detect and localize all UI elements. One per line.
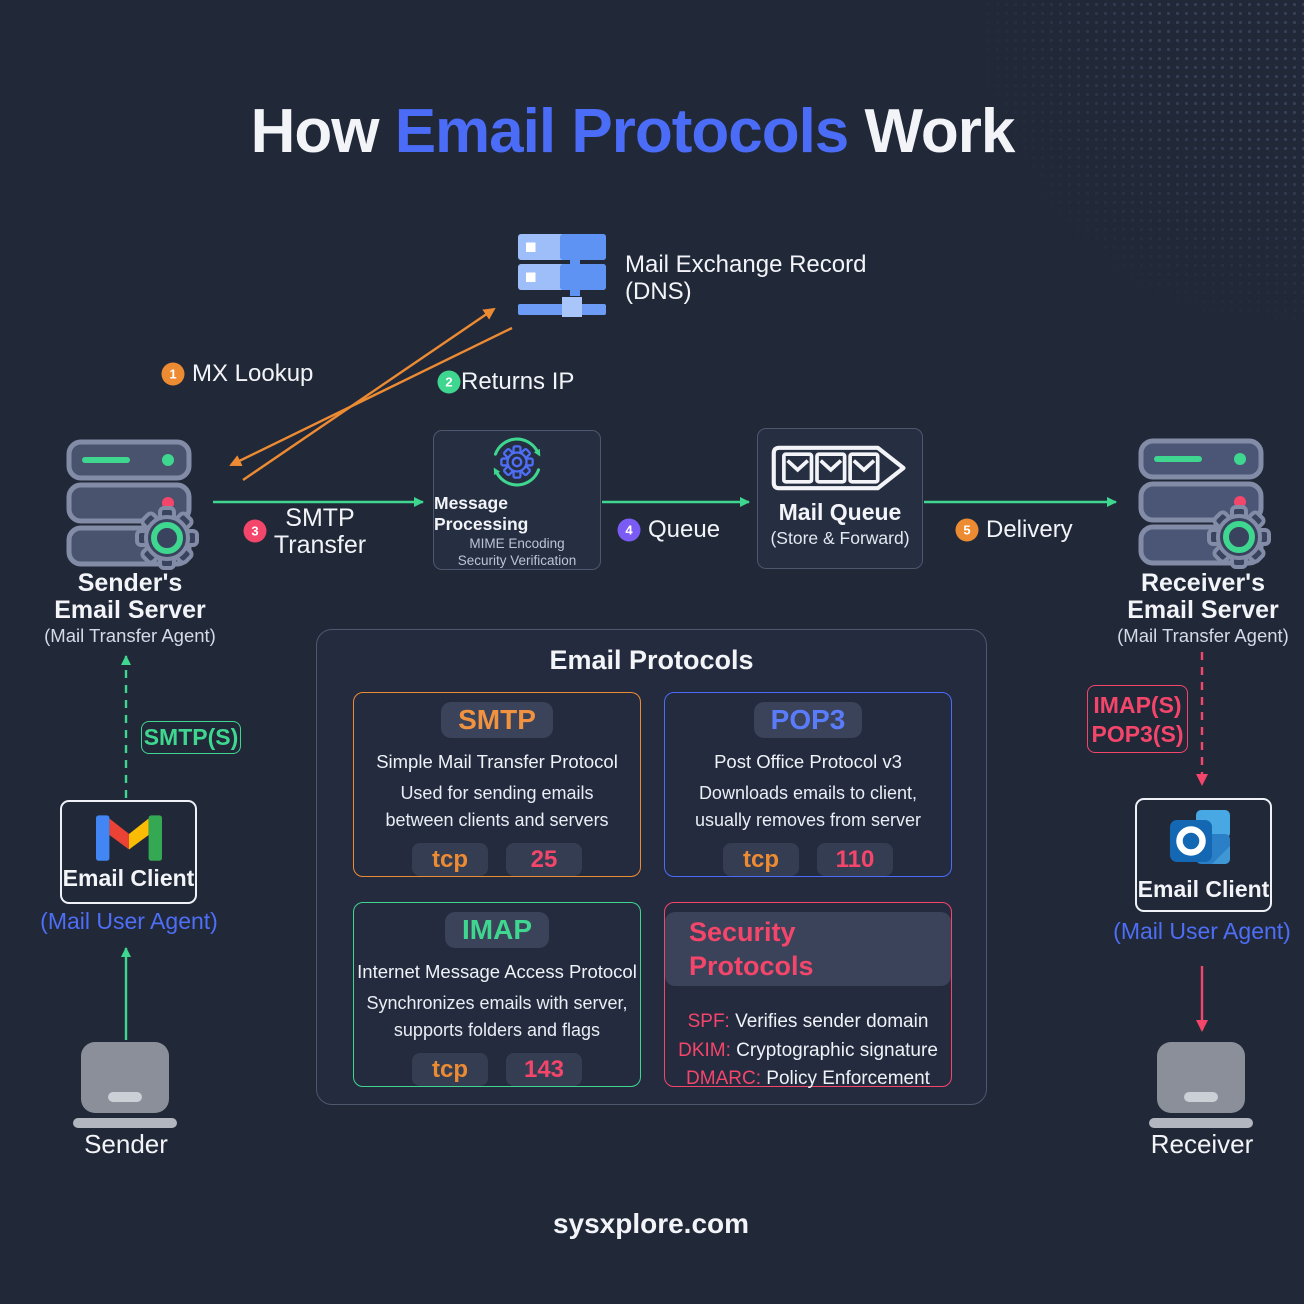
- smtp-card-title: SMTP: [441, 702, 553, 738]
- dns-label-line2: (DNS): [625, 278, 692, 305]
- mail-queue-subtitle: (Store & Forward): [770, 528, 910, 548]
- step3-label-line2: Transfer: [273, 531, 367, 559]
- security-item-spf: SPF: Verifies sender domain: [687, 1011, 929, 1032]
- receiver-server-name-line2: Email Server: [1127, 596, 1279, 624]
- smtp-port-pill: 25: [506, 843, 582, 876]
- panel-title: Email Protocols: [549, 645, 754, 675]
- halftone-pattern: [984, 0, 1304, 330]
- title-suffix: Work: [848, 97, 1016, 166]
- step5-badge: 5: [955, 518, 979, 542]
- imap-card-title: IMAP: [445, 912, 549, 948]
- outlook-icon: [1169, 810, 1230, 864]
- gear-icon: [1207, 505, 1271, 569]
- security-protocols-card: Security Protocols SPF: Verifies sender …: [664, 902, 952, 1089]
- receiver-email-client-box: Email Client: [1135, 798, 1272, 912]
- smtps-tag: SMTP(S): [141, 721, 241, 754]
- email-protocols-panel: Email Protocols SMTP Simple Mail Transfe…: [316, 629, 987, 1105]
- receiver-client-name: Email Client: [1137, 876, 1270, 902]
- title-highlight: Email Protocols: [394, 97, 850, 166]
- smtp-full-name: Simple Mail Transfer Protocol: [376, 751, 618, 772]
- processing-gear-icon: [493, 437, 541, 487]
- gmail-icon: [95, 815, 162, 861]
- dns-label: Mail Exchange Record (DNS): [625, 251, 866, 305]
- imap-full-name: Internet Message Access Protocol: [357, 961, 637, 982]
- receiver-laptop-icon: [1149, 1042, 1253, 1128]
- mail-queue-title: Mail Queue: [778, 499, 902, 525]
- step5-label: Delivery: [986, 516, 1073, 543]
- imap-port-pill: 143: [506, 1053, 582, 1086]
- smtp-card: SMTP Simple Mail Transfer Protocol Used …: [353, 692, 641, 877]
- receiver-device-label: Receiver: [1150, 1129, 1254, 1159]
- mail-queue-icon: [771, 445, 906, 491]
- sender-email-client-box: Email Client: [60, 800, 197, 904]
- sender-device-label: Sender: [84, 1129, 168, 1159]
- gear-icon: [135, 506, 199, 570]
- title-prefix: How: [250, 97, 395, 166]
- smtp-transport-pill: tcp: [412, 843, 488, 876]
- dns-server-icon: [518, 234, 606, 317]
- receiver-server-name-line1: Receiver's: [1140, 569, 1266, 597]
- imap-port-row: tcp 143: [412, 1053, 582, 1086]
- step3-label-line1: SMTP: [285, 504, 355, 532]
- mail-queue-box: Mail Queue (Store & Forward): [757, 428, 923, 569]
- pop3-port-row: tcp 110: [723, 843, 893, 876]
- pop3-full-name: Post Office Protocol v3: [714, 751, 902, 772]
- step2-badge: 2: [437, 370, 461, 394]
- pop3-card: POP3 Post Office Protocol v3 Downloads e…: [664, 692, 952, 877]
- sender-server-name-line2: Email Server: [54, 596, 206, 624]
- step1-label: MX Lookup: [192, 360, 314, 387]
- smtp-port-row: tcp 25: [412, 843, 582, 876]
- dns-label-line1: Mail Exchange Record: [625, 251, 867, 278]
- message-processing-box: Message Processing MIME Encoding Securit…: [433, 430, 601, 570]
- security-card-title: Security Protocols: [665, 912, 951, 986]
- sender-server-label: Sender's Email Server (Mail Transfer Age…: [20, 570, 240, 648]
- step4-label: Queue: [648, 516, 721, 543]
- processing-detail2: Security Verification: [457, 553, 577, 568]
- footer-site: sysxplore.com: [552, 1208, 750, 1239]
- step4-badge: 4: [617, 518, 641, 542]
- sender-client-name: Email Client: [62, 865, 195, 891]
- processing-title: Message Processing: [434, 493, 529, 534]
- pop3-transport-pill: tcp: [723, 843, 799, 876]
- receiver-server-label: Receiver's Email Server (Mail Transfer A…: [1093, 570, 1304, 648]
- imap-card: IMAP Internet Message Access Protocol Sy…: [353, 902, 641, 1087]
- page-title: How Email Protocols Work: [0, 96, 1265, 167]
- processing-detail1: MIME Encoding: [469, 536, 565, 551]
- step2-label: Returns IP: [461, 368, 575, 395]
- smtp-description: Used for sending emails between clients …: [385, 783, 609, 830]
- security-items: SPF: Verifies sender domain DKIM: Crypto…: [678, 1008, 938, 1094]
- security-item-dkim: DKIM: Cryptographic signature: [678, 1039, 938, 1061]
- pop3-description: Downloads emails to client, usually remo…: [694, 783, 922, 830]
- security-item-dmarc: DMARC: Policy Enforcement: [686, 1068, 930, 1089]
- imaps-pop3s-tag: IMAP(S) POP3(S): [1087, 685, 1188, 753]
- receiver-client-role: (Mail User Agent): [1113, 918, 1291, 944]
- imap-description: Synchronizes emails with server, support…: [366, 993, 628, 1040]
- step3-label: SMTP Transfer: [265, 505, 375, 559]
- sender-server-role: (Mail Transfer Agent): [44, 625, 216, 646]
- receiver-server-icon: [1138, 438, 1271, 569]
- sender-laptop-icon: [73, 1042, 177, 1128]
- sender-server-name-line1: Sender's: [77, 569, 183, 597]
- step1-badge: 1: [161, 362, 185, 386]
- imap-transport-pill: tcp: [412, 1053, 488, 1086]
- pop3-card-title: POP3: [753, 702, 863, 738]
- step3-badge: 3: [243, 519, 267, 543]
- receiver-server-role: (Mail Transfer Agent): [1117, 625, 1289, 646]
- pop3-port-pill: 110: [817, 843, 893, 876]
- sender-client-role: (Mail User Agent): [40, 908, 218, 934]
- sender-server-icon: [66, 439, 199, 570]
